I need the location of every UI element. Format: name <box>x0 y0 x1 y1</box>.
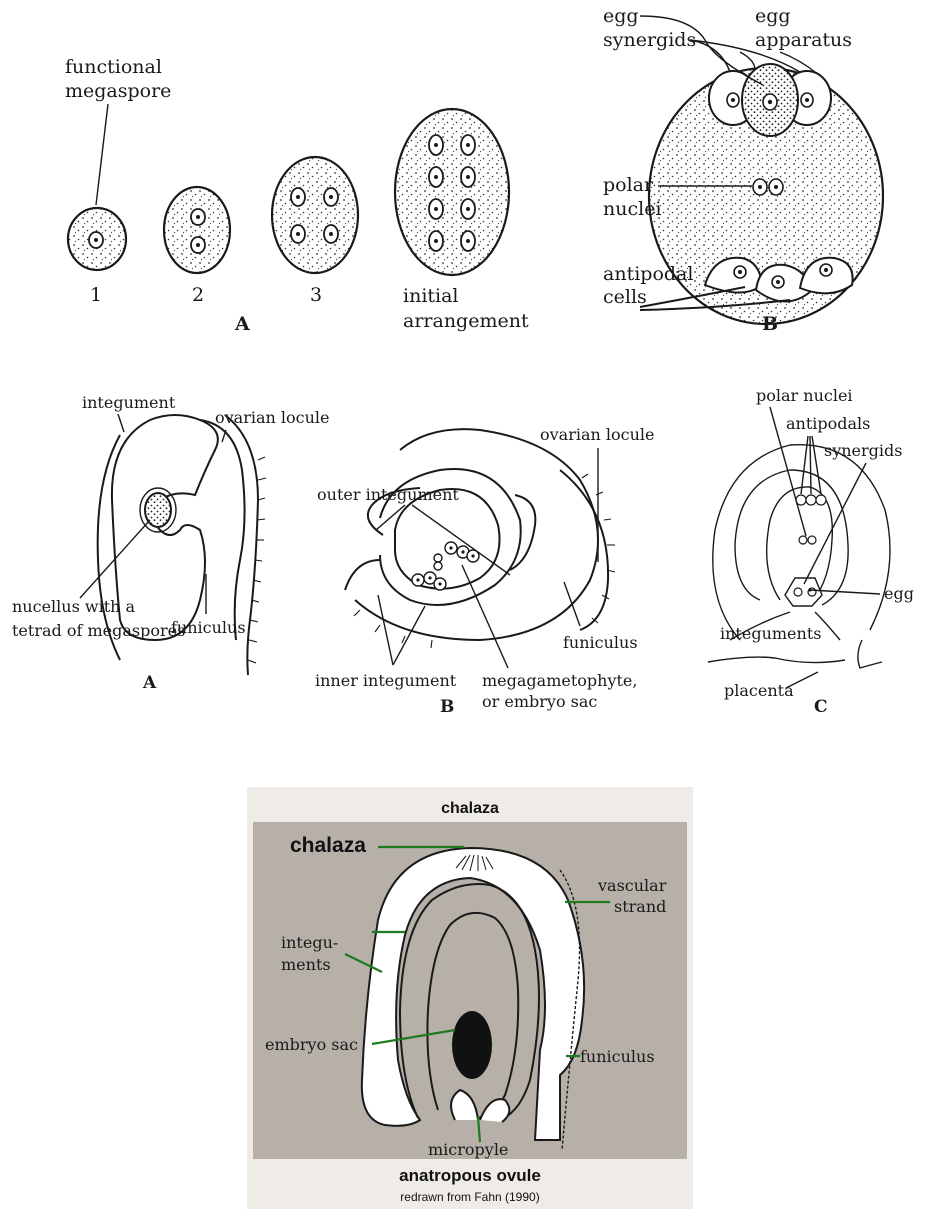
label-egg-c: egg <box>884 584 914 603</box>
label-synergids: synergids <box>603 29 696 51</box>
ovule-embryo-sac-panel: polar nuclei antipodals synergids egg in… <box>708 386 914 717</box>
ovary-wall-b <box>560 470 608 630</box>
label-ovarian-locule-b: ovarian locule <box>540 425 655 444</box>
label-nuclei: nuclei <box>603 198 662 220</box>
label-megagametophyte-2: or embryo sac <box>482 692 597 711</box>
antipodals-pointer-2 <box>810 436 811 494</box>
stage-2-cell <box>164 187 230 273</box>
inner-integument-flap-left <box>345 560 380 590</box>
label-megaspore: megaspore <box>65 80 171 102</box>
label-nucellus-2: tetrad of megaspores <box>12 621 185 640</box>
label-nucellus-1: nucellus with a <box>12 597 136 616</box>
label-antipodal: antipodal <box>603 263 693 285</box>
panel-letter-b-mid: B <box>440 697 454 717</box>
label-cells: cells <box>603 286 647 308</box>
label-egg: egg <box>603 5 639 27</box>
antipodals-pointer-3 <box>812 436 821 494</box>
label-integu: integu- <box>281 933 338 952</box>
label-integuments-c: integuments <box>720 624 821 643</box>
panel-letter-b-top: B <box>762 313 778 335</box>
label-chalaza-bold: chalaza <box>290 834 366 857</box>
placenta-edge <box>858 640 882 668</box>
label-polar: polar <box>603 174 654 196</box>
synergids-pointer-c <box>804 463 866 584</box>
initial-arrangement-cell <box>395 109 509 275</box>
integument-pointer <box>118 414 124 432</box>
placenta-pointer-c <box>786 672 818 688</box>
young-ovule-panel: integument ovarian locule nucellus with … <box>12 393 330 693</box>
inner-integument-pointer-2 <box>393 606 425 665</box>
label-ovarian-locule: ovarian locule <box>215 408 330 427</box>
inner-integument-pointer-1 <box>378 595 393 665</box>
funiculus-pointer-b <box>564 582 580 626</box>
egg-apparatus-cells <box>709 64 831 136</box>
label-egg-2: egg <box>755 5 791 27</box>
label-placenta-c: placenta <box>724 681 794 700</box>
label-inner-integument: inner integument <box>315 671 457 690</box>
stage-3-cell <box>272 157 358 273</box>
outer-integument-outline <box>355 429 598 640</box>
megaspore-pointer-line <box>96 104 108 205</box>
label-funiculus-bottom: funiculus <box>580 1047 655 1066</box>
label-micropyle: micropyle <box>428 1140 508 1159</box>
label-funiculus-b: funiculus <box>563 633 638 652</box>
apparatus-pointer-1 <box>740 52 755 70</box>
nucellus-pointer <box>80 520 150 598</box>
label-initial: initial <box>403 285 459 307</box>
panel-letter-a-mid: A <box>142 673 157 693</box>
label-arrangement: arrangement <box>403 310 529 332</box>
label-megagametophyte-1: megagametophyte, <box>482 671 637 690</box>
label-funiculus: funiculus <box>171 618 246 637</box>
label-functional: functional <box>65 56 162 78</box>
panel-letter-c-mid: C <box>814 697 828 717</box>
credit-fahn: redrawn from Fahn (1990) <box>400 1190 539 1204</box>
label-outer-integument: outer integument <box>317 485 459 504</box>
title-anatropous-ovule: anatropous ovule <box>399 1166 541 1185</box>
label-embryo-sac: embryo sac <box>265 1035 358 1054</box>
stage-1-cell <box>68 208 126 270</box>
label-ments: ments <box>281 955 331 974</box>
label-integument: integument <box>82 393 176 412</box>
megaspore-development-panel: functional megaspore 1 2 3 <box>65 56 529 335</box>
label-synergids-c: synergids <box>824 441 902 460</box>
stage-1-label: 1 <box>90 284 102 306</box>
embryo-sac-black <box>452 1011 492 1079</box>
label-polar-nuclei-c: polar nuclei <box>756 386 853 405</box>
label-antipodals-c: antipodals <box>786 414 870 433</box>
label-vascular: vascular <box>597 876 667 895</box>
stage-2-label: 2 <box>192 284 204 306</box>
label-strand: strand <box>614 897 666 916</box>
stage-3-label: 3 <box>310 284 322 306</box>
anatropous-ovule-panel: chalaza chalaza vascular strand integu- … <box>247 787 693 1209</box>
mature-ovule-panel: outer integument ovarian locule funiculu… <box>315 425 655 717</box>
placenta-line <box>708 657 845 662</box>
embryo-sac-panel: egg synergids egg apparatus polar nuclei… <box>603 5 883 335</box>
title-chalaza-top: chalaza <box>441 800 499 817</box>
label-apparatus: apparatus <box>755 29 852 51</box>
panel-letter-a-top: A <box>234 313 250 335</box>
